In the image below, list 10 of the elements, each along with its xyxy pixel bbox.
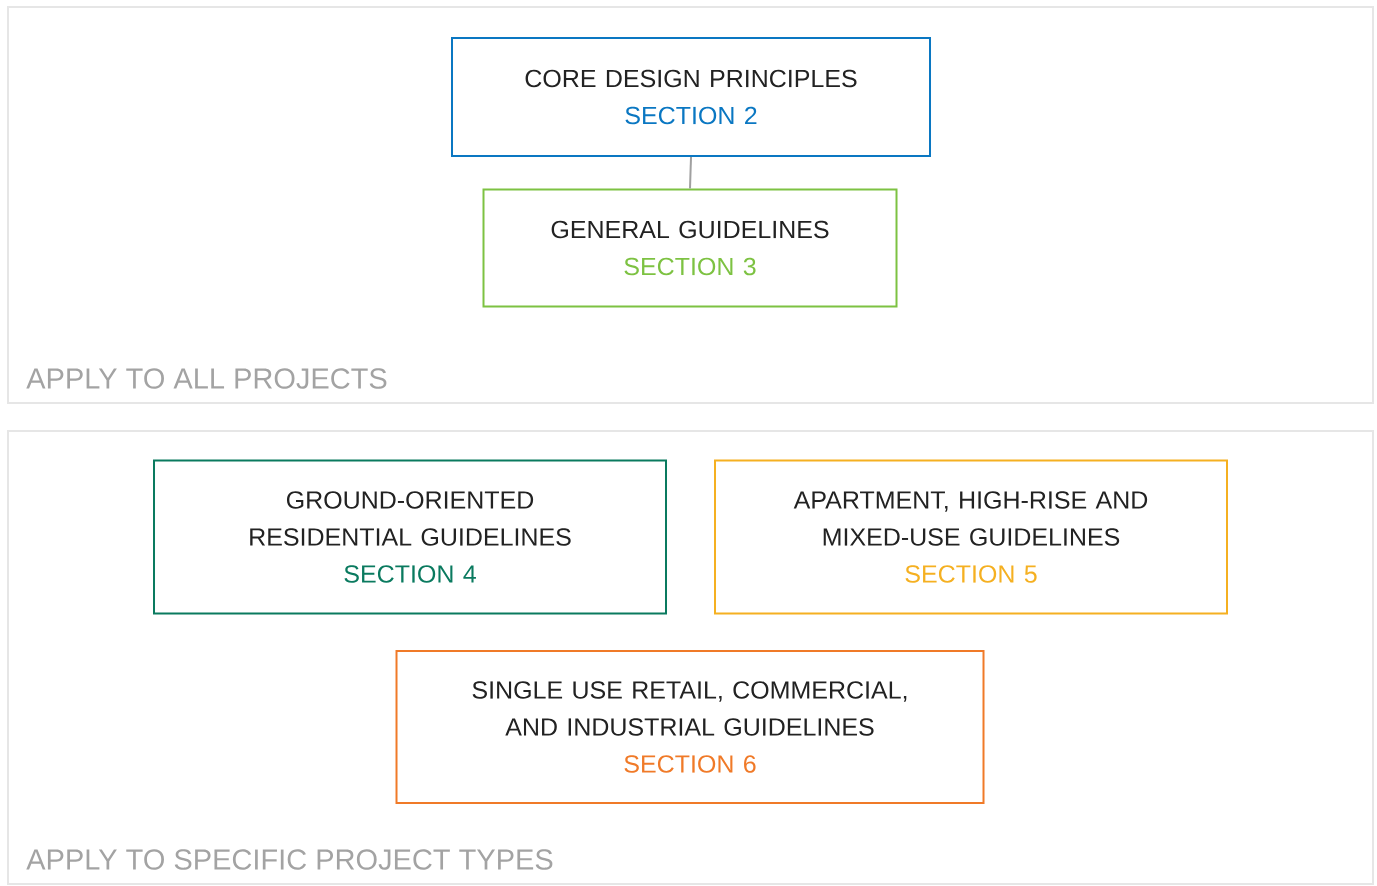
section-box: APARTMENT, HIGH-RISE AND MIXED-USE GUIDELINES SECTION 5 <box>714 459 1228 615</box>
panel <box>7 6 1374 404</box>
section-box: CORE DESIGN PRINCIPLES SECTION 2 <box>451 37 931 157</box>
panel-label: APPLY TO SPECIFIC PROJECT TYPES <box>26 849 553 870</box>
connector-line <box>689 156 692 190</box>
section-box: GROUND-ORIENTED RESIDENTIAL GUIDELINES SECTION 4 <box>153 459 667 615</box>
section-box: GENERAL GUIDELINES SECTION 3 <box>482 188 898 308</box>
section-box: SINGLE USE RETAIL, COMMERCIAL, AND INDUSTRIAL GUIDELINES SECTION 6 <box>395 650 985 804</box>
panel <box>7 430 1374 885</box>
panel-label: APPLY TO ALL PROJECTS <box>26 368 387 389</box>
